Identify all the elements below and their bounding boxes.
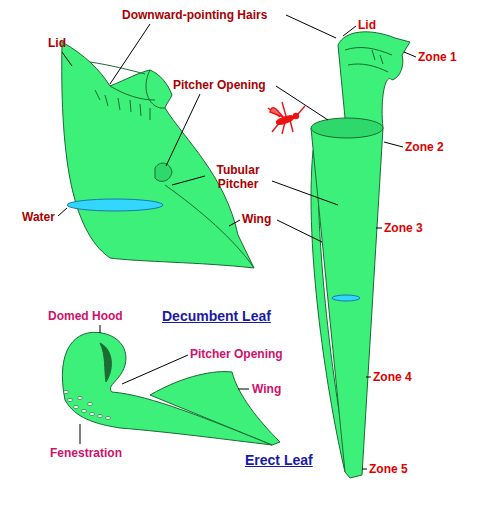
lid-veins — [345, 48, 392, 72]
part-label: Fenestration — [50, 446, 122, 460]
part-label: Zone 3 — [384, 221, 423, 235]
decumbent-opening — [155, 163, 172, 181]
part-label: Domed Hood — [48, 309, 123, 323]
erect-opening — [311, 118, 383, 138]
part-label: Water — [22, 210, 55, 224]
hood-curl — [100, 343, 111, 382]
water — [67, 199, 163, 211]
insect — [268, 102, 305, 134]
part-label: Lid — [48, 36, 66, 50]
part-label: Lid — [358, 18, 376, 32]
downward-hairs — [95, 50, 383, 120]
decumbent-lid-curve — [90, 62, 165, 108]
figure-title: Decumbent Leaf — [162, 308, 271, 325]
fenestration-dots — [64, 390, 111, 419]
erect-water — [332, 295, 360, 301]
erect-lid — [338, 32, 410, 128]
erect-tube — [311, 128, 383, 478]
part-label: Downward-pointing Hairs — [122, 8, 267, 22]
part-label: Wing — [252, 382, 281, 396]
part-label: Zone 1 — [418, 50, 457, 64]
figure-title: Erect Leaf — [245, 452, 313, 469]
part-label: Tubular Pitcher — [205, 163, 271, 191]
part-label: Pitcher Opening — [190, 347, 283, 361]
part-label: Zone 5 — [369, 462, 408, 476]
decumbent-leaf — [62, 42, 254, 268]
part-label: Zone 2 — [405, 140, 444, 154]
part-label: Pitcher Opening — [173, 78, 266, 92]
part-label: Wing — [242, 212, 271, 226]
decumbent-wing-line — [165, 185, 254, 268]
part-label: Zone 4 — [373, 370, 412, 384]
leader-lines — [58, 15, 416, 469]
